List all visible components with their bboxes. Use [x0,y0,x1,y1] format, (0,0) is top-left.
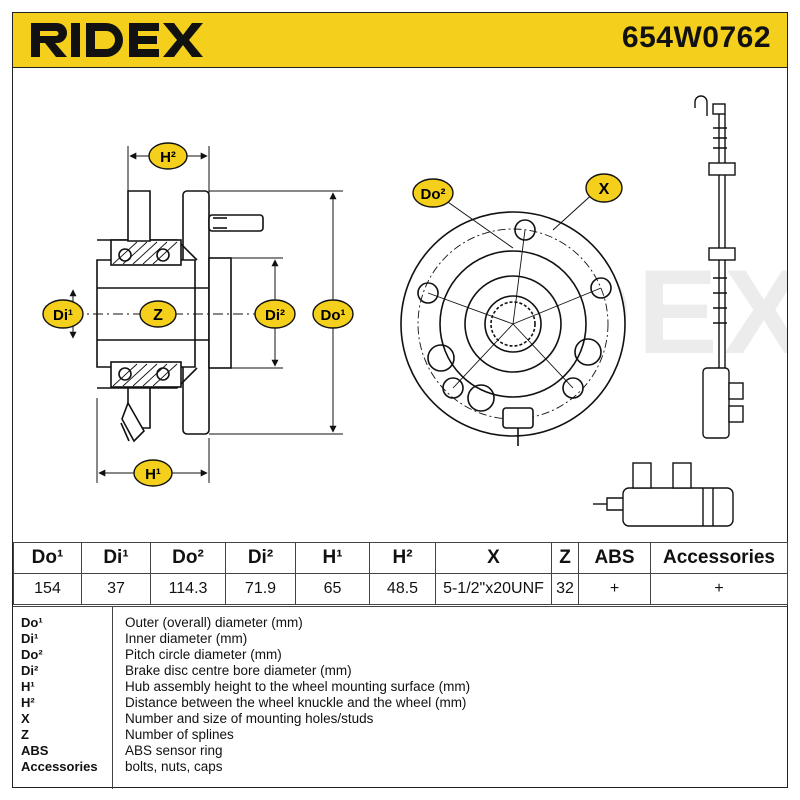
legend-row: Accessories bolts, nuts, caps [13,759,787,775]
legend-desc: Inner diameter (mm) [125,631,248,646]
legend-code: Di² [21,663,39,678]
spec-header: Di² [225,542,296,574]
label-do2-text: Do² [421,186,446,203]
legend-row: Di² Brake disc centre bore diameter (mm) [13,663,787,679]
label-h2: H² [148,142,188,170]
specs-value-row: 154 37 114.3 71.9 65 48.5 5-1/2"x20UNF 3… [13,573,788,605]
label-do2: Do² [412,178,454,208]
spec-header: H¹ [295,542,370,574]
legend-desc: Number of splines [125,727,234,742]
legend-desc: Brake disc centre bore diameter (mm) [125,663,352,678]
label-di1: Di¹ [42,299,84,329]
spec-value: 71.9 [225,573,296,605]
label-h2-text: H² [160,149,176,166]
label-h1-text: H¹ [145,466,161,483]
legend-row: Do² Pitch circle diameter (mm) [13,647,787,663]
spec-value: 5-1/2"x20UNF [435,573,552,605]
label-x-text: X [599,181,610,198]
spec-header: H² [369,542,436,574]
label-di2-text: Di² [265,307,285,324]
product-sheet: 654W0762 RIDEX [12,12,788,789]
legend-code: Accessories [21,759,98,774]
legend-code: H² [21,695,35,710]
spec-header: ABS [578,542,651,574]
label-do1: Do¹ [312,299,354,329]
legend-row: Z Number of splines [13,727,787,743]
legend-desc: Number and size of mounting holes/studs [125,711,374,726]
legend-row: ABS ABS sensor ring [13,743,787,759]
legend-desc: bolts, nuts, caps [125,759,223,774]
legend-row: H² Distance between the wheel knuckle an… [13,695,787,711]
label-h1: H¹ [133,459,173,487]
legend-desc: Hub assembly height to the wheel mountin… [125,679,471,694]
ridex-logo [31,23,203,57]
hub-front-view [400,189,626,446]
spec-value: 65 [295,573,370,605]
legend: Do¹ Outer (overall) diameter (mm) Di¹ In… [13,606,787,789]
legend-row: Di¹ Inner diameter (mm) [13,631,787,647]
legend-desc: ABS sensor ring [125,743,223,758]
technical-drawing: RIDEX [42,95,787,527]
spec-value: 32 [551,573,579,605]
spec-header: Do² [150,542,226,574]
legend-desc: Outer (overall) diameter (mm) [125,615,303,630]
spec-value: 154 [13,573,82,605]
legend-code: X [21,711,30,726]
header-bar: 654W0762 [13,13,787,68]
spec-value: 114.3 [150,573,226,605]
specs-header-row: Do¹ Di¹ Do² Di² H¹ H² X Z ABS Accessorie… [13,542,788,574]
spec-header: Accessories [650,542,788,574]
legend-code: Do¹ [21,615,43,630]
spec-value: + [578,573,651,605]
part-number: 654W0762 [621,21,771,54]
legend-code: H¹ [21,679,35,694]
legend-divider [112,607,113,789]
legend-row: Do¹ Outer (overall) diameter (mm) [13,615,787,631]
legend-code: Do² [21,647,43,662]
legend-code: Z [21,727,29,742]
legend-desc: Distance between the wheel knuckle and t… [125,695,467,710]
hub-side-view [73,190,283,443]
label-di1-text: Di¹ [53,307,73,324]
label-z: Z [139,300,177,328]
legend-row: X Number and size of mounting holes/stud… [13,711,787,727]
legend-code: ABS [21,743,49,758]
spec-value: 48.5 [369,573,436,605]
spec-value: + [650,573,788,605]
abs-sensor-cable [694,95,744,439]
label-z-text: Z [153,307,163,324]
label-di2: Di² [254,299,296,329]
spec-header: Z [551,542,579,574]
spec-header: Do¹ [13,542,82,574]
legend-code: Di¹ [21,631,39,646]
legend-row: H¹ Hub assembly height to the wheel moun… [13,679,787,695]
spec-header: X [435,542,552,574]
spec-header: Di¹ [81,542,151,574]
specs-table: Do¹ Di¹ Do² Di² H¹ H² X Z ABS Accessorie… [13,542,788,605]
spec-value: 37 [81,573,151,605]
label-do1-text: Do¹ [321,307,346,324]
sensor-connector [593,462,734,527]
legend-desc: Pitch circle diameter (mm) [125,647,282,662]
label-x: X [585,173,623,203]
